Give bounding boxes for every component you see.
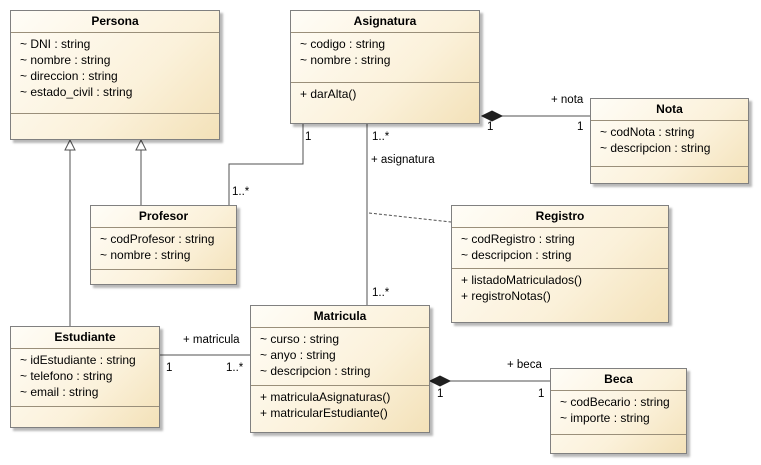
- class-asignatura-operations: + darAlta(): [291, 83, 479, 124]
- class-nota-name: Nota: [591, 99, 748, 121]
- attribute: ~ codProfesor : string: [100, 232, 215, 246]
- attribute: ~ codNota : string: [600, 125, 695, 139]
- class-estudiante-name: Estudiante: [11, 327, 159, 349]
- class-nota-attributes: ~ codNota : string ~ descripcion : strin…: [591, 121, 748, 167]
- class-nota[interactable]: Nota ~ codNota : string ~ descripcion : …: [590, 98, 749, 184]
- class-beca-attributes: ~ codBecario : string ~ importe : string: [551, 391, 686, 435]
- operation: + darAlta(): [300, 87, 357, 101]
- attribute: ~ codigo : string: [300, 37, 386, 51]
- multiplicity-estudiante: 1: [166, 362, 173, 374]
- class-matricula-name: Matricula: [251, 306, 429, 328]
- class-profesor-attributes: ~ codProfesor : string ~ nombre : string: [91, 228, 236, 270]
- class-registro-name: Registro: [452, 206, 668, 228]
- class-beca-operations: [551, 435, 686, 454]
- multiplicity-matricula-asignatura: 1..*: [372, 287, 390, 299]
- attribute: ~ descripcion : string: [260, 364, 371, 378]
- class-persona[interactable]: Persona ~ DNI : string ~ nombre : string…: [10, 10, 220, 140]
- multiplicity-beca: 1: [538, 388, 545, 400]
- multiplicity-nota: 1: [577, 121, 584, 133]
- class-registro-attributes: ~ codRegistro : string ~ descripcion : s…: [452, 228, 668, 269]
- class-persona-attributes: ~ DNI : string ~ nombre : string ~ direc…: [11, 33, 219, 114]
- class-profesor[interactable]: Profesor ~ codProfesor : string ~ nombre…: [90, 205, 237, 285]
- composition-diamond-asignatura: [480, 110, 504, 122]
- class-persona-name: Persona: [11, 11, 219, 33]
- operation: + registroNotas(): [461, 289, 551, 303]
- multiplicity-matricula-beca: 1: [437, 388, 444, 400]
- attribute: ~ importe : string: [560, 411, 650, 425]
- class-matricula-operations: + matriculaAsignaturas() + matricularEst…: [251, 386, 429, 433]
- operation: + listadoMatriculados(): [461, 273, 583, 287]
- operation: + matriculaAsignaturas(): [260, 390, 391, 404]
- class-nota-operations: [591, 167, 748, 184]
- attribute: ~ direccion : string: [20, 69, 118, 83]
- attribute: ~ email : string: [20, 385, 99, 399]
- class-asignatura-name: Asignatura: [291, 11, 479, 33]
- role-label-nota: + nota: [551, 94, 584, 106]
- operation: + matricularEstudiante(): [260, 406, 388, 420]
- role-label-matricula: + matricula: [183, 334, 240, 346]
- attribute: ~ nombre : string: [20, 53, 111, 67]
- multiplicity-matricula-estudiante: 1..*: [226, 362, 244, 374]
- class-profesor-name: Profesor: [91, 206, 236, 228]
- class-profesor-operations: [91, 270, 236, 285]
- multiplicity-asignatura-profesor: 1: [305, 131, 312, 143]
- attribute: ~ nombre : string: [300, 53, 391, 67]
- attribute: ~ telefono : string: [20, 369, 113, 383]
- association-class-registro-link: [368, 212, 452, 223]
- class-asignatura-attributes: ~ codigo : string ~ nombre : string: [291, 33, 479, 83]
- generalization-arrow-estudiante: [64, 138, 76, 151]
- attribute: ~ codRegistro : string: [461, 232, 575, 246]
- multiplicity-profesor: 1..*: [232, 186, 250, 198]
- class-registro-operations: + listadoMatriculados() + registroNotas(…: [452, 269, 668, 323]
- class-estudiante-attributes: ~ idEstudiante : string ~ telefono : str…: [11, 349, 159, 407]
- attribute: ~ descripcion : string: [600, 141, 711, 155]
- attribute: ~ curso : string: [260, 332, 340, 346]
- class-matricula[interactable]: Matricula ~ curso : string ~ anyo : stri…: [250, 305, 430, 433]
- attribute: ~ nombre : string: [100, 248, 191, 262]
- attribute: ~ estado_civil : string: [20, 85, 133, 99]
- class-asignatura[interactable]: Asignatura ~ codigo : string ~ nombre : …: [290, 10, 480, 124]
- generalization-arrow-profesor: [135, 138, 147, 151]
- attribute: ~ descripcion : string: [461, 248, 572, 262]
- attribute: ~ DNI : string: [20, 37, 91, 51]
- attribute: ~ anyo : string: [260, 348, 336, 362]
- class-estudiante-operations: [11, 407, 159, 427]
- class-beca[interactable]: Beca ~ codBecario : string ~ importe : s…: [550, 368, 687, 454]
- composition-diamond-matricula: [428, 375, 452, 387]
- class-persona-operations: [11, 114, 219, 130]
- attribute: ~ codBecario : string: [560, 395, 670, 409]
- attribute: ~ idEstudiante : string: [20, 353, 136, 367]
- class-registro[interactable]: Registro ~ codRegistro : string ~ descri…: [451, 205, 669, 323]
- class-matricula-attributes: ~ curso : string ~ anyo : string ~ descr…: [251, 328, 429, 386]
- association-asignatura-profesor: [228, 124, 304, 205]
- class-beca-name: Beca: [551, 369, 686, 391]
- role-label-beca: + beca: [507, 359, 542, 371]
- class-estudiante[interactable]: Estudiante ~ idEstudiante : string ~ tel…: [10, 326, 160, 428]
- multiplicity-asignatura-matricula: 1..*: [372, 131, 390, 143]
- multiplicity-asignatura-nota: 1: [487, 121, 494, 133]
- role-label-asignatura: + asignatura: [371, 154, 435, 166]
